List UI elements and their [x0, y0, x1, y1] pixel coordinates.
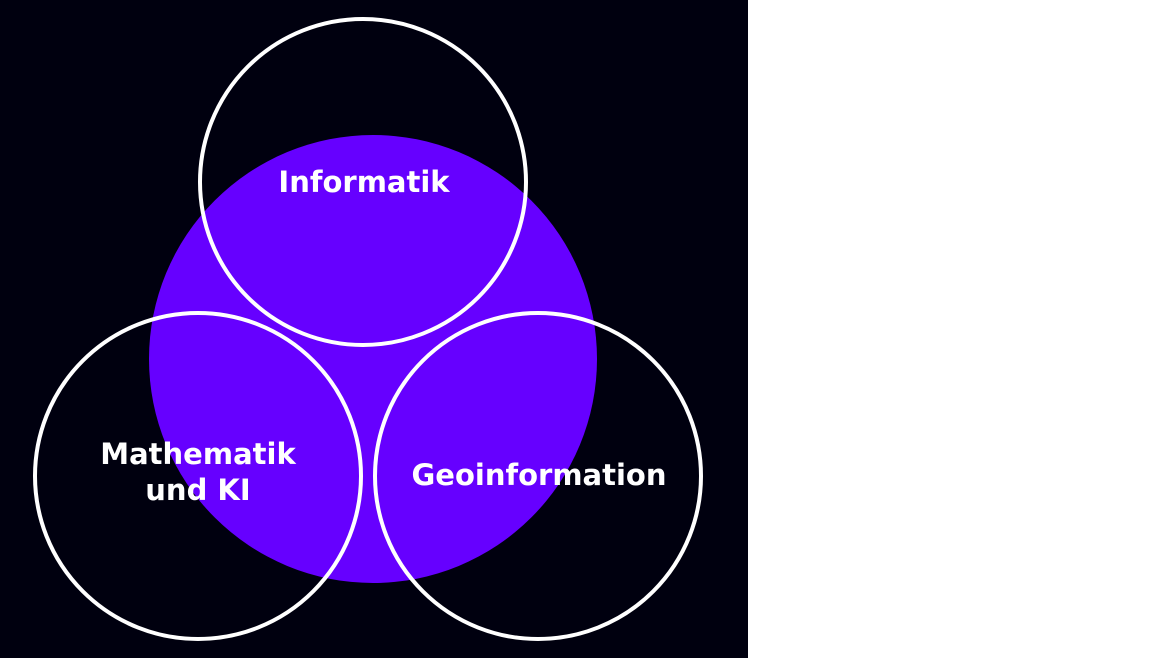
center-filled-circle: [149, 135, 597, 583]
geoinformation-circle: [373, 311, 703, 641]
informatik-circle: [198, 17, 528, 347]
geoinformation-label: Geoinformation: [411, 458, 667, 492]
mathematik-circle: [33, 311, 363, 641]
mathematik-label: Mathematik und KI: [100, 437, 296, 507]
informatik-label: Informatik: [278, 165, 450, 199]
venn-diagram: [33, 17, 703, 641]
